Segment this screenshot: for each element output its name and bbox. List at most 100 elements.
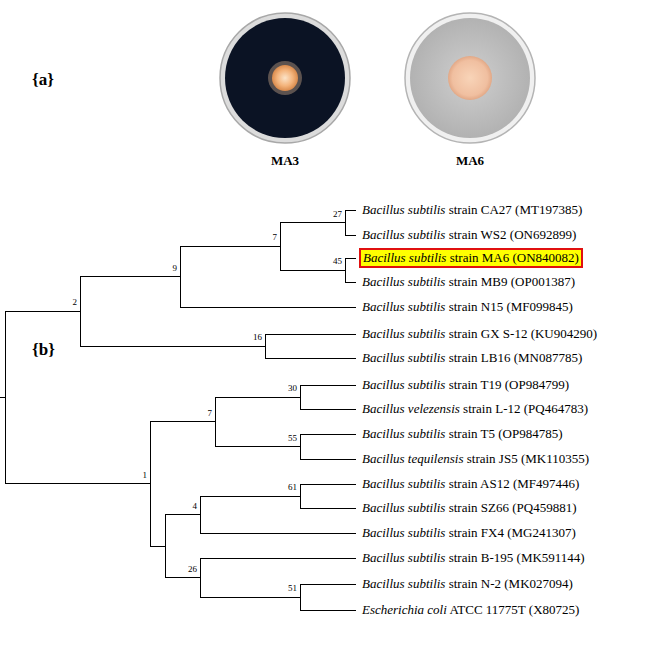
tree-branch [180, 246, 280, 247]
species-name: Bacillus subtilis [362, 350, 445, 365]
tree-branch [215, 446, 300, 447]
sample-label: MA3 [271, 153, 299, 169]
tree-branch [300, 434, 356, 435]
species-name: Bacillus subtilis [362, 426, 445, 441]
strain-id: strain GX S-12 (KU904290) [445, 326, 597, 341]
tree-branch [150, 546, 165, 547]
strain-id: strain T19 (OP984799) [445, 377, 569, 392]
tree-branch [300, 508, 356, 509]
species-name: Bacillus subtilis [362, 500, 445, 515]
dish-rim [405, 13, 535, 143]
tree-branch [200, 496, 300, 497]
petri-dish [220, 13, 350, 143]
tree-branch [265, 358, 356, 359]
tree-branch [280, 270, 345, 271]
taxon-label: Bacillus subtilis strain N15 (MF099845) [362, 299, 573, 315]
tree-branch [165, 514, 200, 515]
tree-branch [215, 397, 300, 398]
taxon-label: Bacillus subtilis strain MA6 (ON840082) [363, 250, 579, 265]
tree-branch [150, 421, 215, 422]
tree-branch [180, 307, 356, 308]
panel-label: {b} [32, 340, 55, 360]
strain-id: strain WS2 (ON692899) [445, 227, 576, 242]
agar-plate [410, 18, 530, 138]
strain-id: strain FX4 (MG241307) [445, 525, 575, 540]
strain-id: strain B-195 (MK591144) [445, 550, 584, 565]
strain-id: strain SZ66 (PQ459881) [445, 500, 576, 515]
species-name: Bacillus velezensis [362, 401, 460, 416]
bootstrap-value: 61 [288, 482, 297, 492]
colony [272, 65, 298, 91]
tree-branch [300, 584, 356, 585]
species-name: Bacillus subtilis [362, 274, 445, 289]
dish-rim [220, 13, 350, 143]
taxon-label: Bacillus subtilis strain AS12 (MF497446) [362, 476, 579, 492]
taxon-label: Bacillus subtilis strain LB16 (MN087785) [362, 350, 582, 366]
strain-id: strain N-2 (MK027094) [445, 576, 572, 591]
strain-id: strain T5 (OP984785) [445, 426, 562, 441]
bootstrap-value: 16 [253, 332, 262, 342]
tree-branch [345, 210, 356, 211]
colony-halo [268, 61, 302, 95]
tree-branch [165, 577, 200, 578]
tree-branch [280, 222, 345, 223]
taxon-label: Bacillus subtilis strain MB9 (OP001387) [362, 274, 575, 290]
tree-branch [80, 276, 180, 277]
bootstrap-value: 9 [173, 263, 178, 273]
tree-branch [5, 483, 150, 484]
tree-branch [345, 282, 356, 283]
strain-id: strain MA6 (ON840082) [446, 250, 579, 265]
panel-label: {a} [32, 70, 54, 90]
tree-branch [200, 558, 356, 559]
taxon-label: Escherichia coli ATCC 11775T (X80725) [362, 602, 579, 618]
tree-branch [5, 311, 6, 484]
species-name: Escherichia coli [362, 602, 447, 617]
species-name: Bacillus subtilis [362, 525, 445, 540]
strain-id: strain AS12 (MF497446) [445, 476, 579, 491]
bootstrap-value: 7 [208, 408, 213, 418]
tree-branch [345, 258, 356, 259]
strain-id: strain N15 (MF099845) [445, 299, 572, 314]
phylogenetic-tree [0, 210, 356, 610]
tree-branch [200, 533, 356, 534]
taxon-label: Bacillus velezensis strain L-12 (PQ46478… [362, 401, 588, 417]
tree-branch [80, 346, 265, 347]
bootstrap-value: 51 [288, 583, 297, 593]
taxon-label: Bacillus subtilis strain T19 (OP984799) [362, 377, 569, 393]
bootstrap-value: 27 [333, 209, 342, 219]
tree-branch [265, 334, 356, 335]
tree-branch [200, 597, 300, 598]
species-name: Bacillus subtilis [362, 476, 445, 491]
taxon-label: Bacillus subtilis strain T5 (OP984785) [362, 426, 563, 442]
taxon-label: Bacillus subtilis strain FX4 (MG241307) [362, 525, 576, 541]
colony [448, 56, 492, 100]
species-name: Bacillus subtilis [362, 377, 445, 392]
tree-branch [300, 459, 356, 460]
species-name: Bacillus subtilis [362, 299, 445, 314]
bootstrap-value: 26 [188, 564, 197, 574]
taxon-label: Bacillus tequilensis strain JS5 (MK11035… [362, 451, 589, 467]
species-name: Bacillus tequilensis [362, 451, 463, 466]
strain-id: strain LB16 (MN087785) [445, 350, 582, 365]
tree-branch [300, 610, 356, 611]
bootstrap-value: 7 [273, 232, 278, 242]
strain-id: strain CA27 (MT197385) [445, 202, 582, 217]
taxon-label: Bacillus subtilis strain CA27 (MT197385) [362, 202, 582, 218]
species-name: Bacillus subtilis [362, 202, 445, 217]
petri-dish [405, 13, 535, 143]
taxon-label: Bacillus subtilis strain B-195 (MK591144… [362, 550, 585, 566]
strain-id: strain JS5 (MK110355) [463, 451, 589, 466]
taxon-label: Bacillus subtilis strain SZ66 (PQ459881) [362, 500, 577, 516]
bootstrap-value: 1 [143, 470, 148, 480]
taxon-label: Bacillus subtilis strain GX S-12 (KU9042… [362, 326, 597, 342]
strain-id: strain L-12 (PQ464783) [460, 401, 588, 416]
species-name: Bacillus subtilis [363, 250, 446, 265]
highlight-box: Bacillus subtilis strain MA6 (ON840082) [359, 248, 583, 268]
strain-id: strain MB9 (OP001387) [445, 274, 575, 289]
sample-label: MA6 [456, 153, 484, 169]
strain-id: ATCC 11775T (X80725) [447, 602, 580, 617]
bootstrap-value: 2 [73, 297, 78, 307]
species-name: Bacillus subtilis [362, 550, 445, 565]
species-name: Bacillus subtilis [362, 326, 445, 341]
tree-branch [300, 484, 356, 485]
